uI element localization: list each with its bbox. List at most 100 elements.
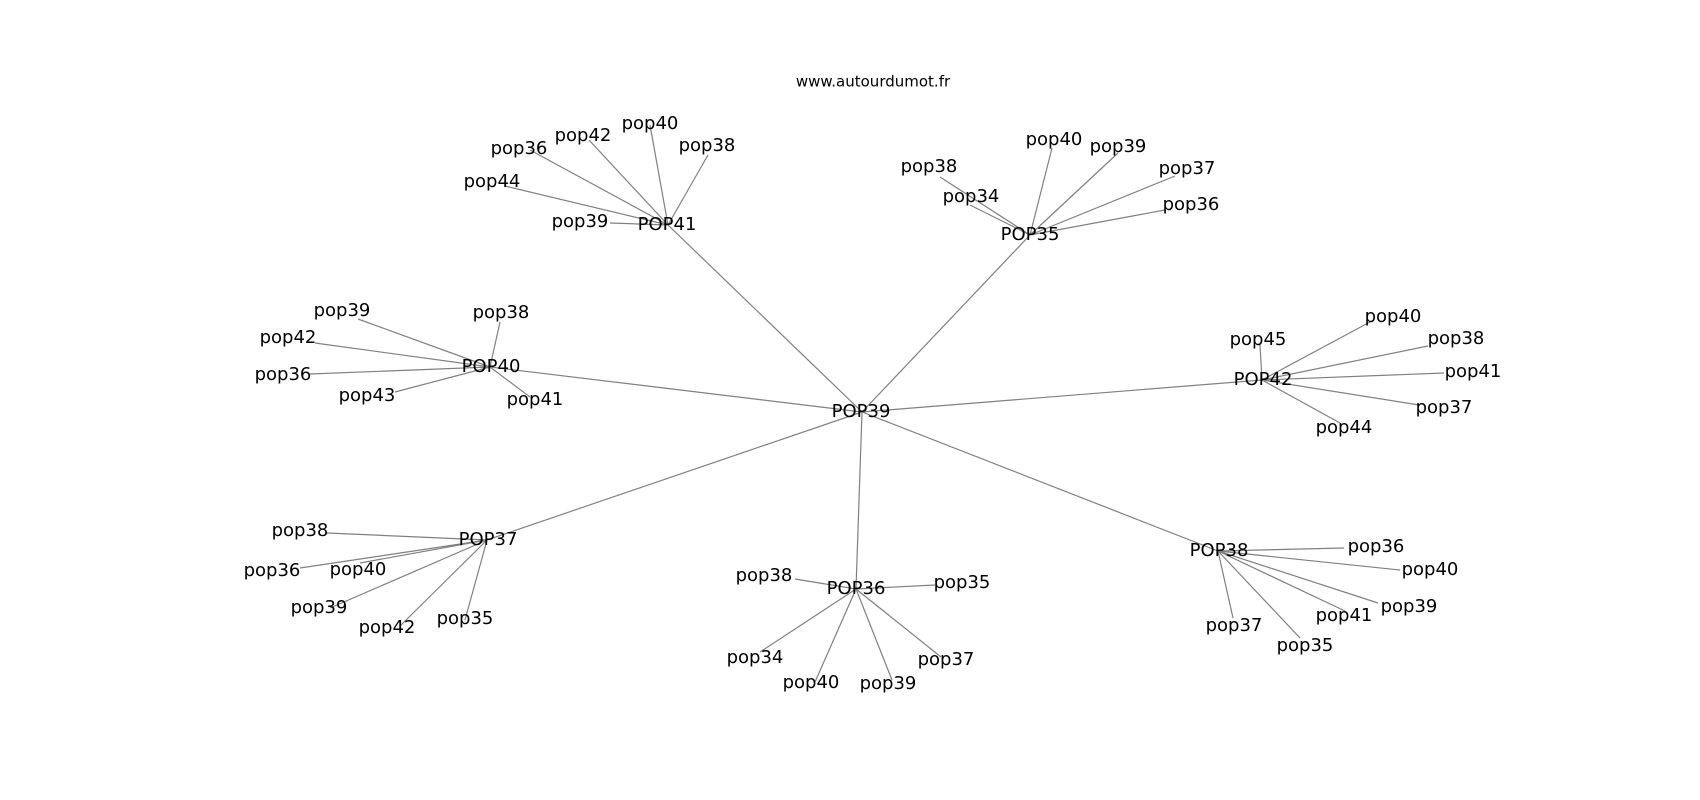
edge-center-pop37	[486, 411, 863, 541]
edge-pop35-pop40	[1029, 147, 1053, 236]
leaf-node-pop40-pop42[interactable]: pop42	[260, 327, 317, 348]
edge-pop38-pop35	[1217, 550, 1301, 639]
edge-pop38-pop41	[1217, 550, 1346, 612]
site-url: www.autourdumot.fr	[796, 73, 951, 91]
leaf-node-pop37-pop42[interactable]: pop42	[359, 617, 416, 638]
leaf-node-pop36-pop40[interactable]: pop40	[783, 672, 840, 693]
leaf-node-pop40-pop41[interactable]: pop41	[507, 389, 564, 410]
leaf-node-pop36-pop34[interactable]: pop34	[727, 647, 784, 668]
leaf-node-pop38-pop41[interactable]: pop41	[1316, 605, 1373, 626]
edge-pop41-pop39	[609, 222, 669, 226]
leaf-node-pop36-pop38[interactable]: pop38	[736, 565, 793, 586]
edge-pop42-pop38	[1261, 345, 1429, 381]
edge-pop36-pop34	[759, 588, 857, 653]
edge-pop37-pop39	[329, 539, 488, 609]
leaf-node-pop40-pop38[interactable]: pop38	[473, 302, 530, 323]
edge-center-pop38	[861, 411, 1219, 552]
leaf-node-pop36-pop39[interactable]: pop39	[860, 673, 917, 694]
hub-node-pop38[interactable]: POP38	[1190, 540, 1249, 561]
leaf-node-pop35-pop36[interactable]: pop36	[1163, 194, 1220, 215]
edge-pop40-pop41	[489, 366, 531, 398]
edge-pop36-pop39	[855, 588, 893, 681]
hub-node-pop40[interactable]: POP40	[462, 356, 521, 377]
leaf-node-pop40-pop39[interactable]: pop39	[314, 300, 371, 321]
edge-center-pop36	[855, 411, 863, 590]
leaf-node-pop42-pop44[interactable]: pop44	[1316, 417, 1373, 438]
edge-pop40-pop36	[309, 366, 491, 375]
edge-pop36-pop40	[814, 588, 857, 683]
leaf-node-pop41-pop40[interactable]: pop40	[622, 113, 679, 134]
leaf-node-pop37-pop40[interactable]: pop40	[330, 559, 387, 580]
edge-pop37-pop40	[359, 539, 488, 564]
edge-pop41-pop40	[649, 124, 669, 226]
leaf-node-pop35-pop38[interactable]: pop38	[901, 156, 958, 177]
edge-center-pop41	[667, 224, 863, 413]
leaf-node-pop42-pop41[interactable]: pop41	[1445, 361, 1502, 382]
edge-pop42-pop40	[1261, 321, 1371, 381]
leaf-node-pop37-pop35[interactable]: pop35	[437, 608, 494, 629]
edge-pop40-pop43	[394, 366, 491, 393]
leaf-node-pop35-pop37[interactable]: pop37	[1159, 158, 1216, 179]
leaf-node-pop37-pop39[interactable]: pop39	[291, 597, 348, 618]
leaf-node-pop42-pop38[interactable]: pop38	[1428, 328, 1485, 349]
leaf-node-pop37-pop36[interactable]: pop36	[244, 560, 301, 581]
leaf-node-pop42-pop37[interactable]: pop37	[1416, 397, 1473, 418]
leaf-node-pop41-pop36[interactable]: pop36	[491, 138, 548, 159]
edge-pop37-pop38	[326, 532, 488, 541]
leaf-node-pop35-pop40[interactable]: pop40	[1026, 129, 1083, 150]
edge-pop42-pop45	[1259, 344, 1263, 381]
leaf-node-pop38-pop35[interactable]: pop35	[1277, 635, 1334, 656]
edge-pop36-pop38	[794, 578, 857, 590]
edge-pop40-pop39	[357, 318, 491, 368]
leaf-node-pop38-pop40[interactable]: pop40	[1402, 559, 1459, 580]
edge-pop36-pop35	[855, 584, 936, 590]
edge-pop40-pop42	[314, 342, 491, 368]
edge-center-pop35	[861, 234, 1031, 413]
edge-pop35-pop34	[969, 204, 1031, 236]
edge-pop37-pop42	[399, 539, 488, 627]
leaf-node-pop41-pop38[interactable]: pop38	[679, 135, 736, 156]
edge-pop40-pop38	[489, 321, 501, 368]
leaf-node-pop40-pop43[interactable]: pop43	[339, 385, 396, 406]
edge-pop42-pop44	[1261, 379, 1341, 424]
edge-pop36-pop37	[855, 588, 942, 658]
leaf-node-pop40-pop36[interactable]: pop36	[255, 364, 312, 385]
leaf-node-pop37-pop38[interactable]: pop38	[272, 520, 329, 541]
hub-node-pop35[interactable]: POP35	[1001, 224, 1060, 245]
leaf-node-pop38-pop36[interactable]: pop36	[1348, 536, 1405, 557]
edge-pop41-pop42	[588, 139, 669, 226]
edge-pop35-pop39	[1029, 152, 1119, 236]
center-node[interactable]: POP39	[832, 401, 891, 422]
hub-node-pop37[interactable]: POP37	[459, 529, 518, 550]
leaf-node-pop42-pop40[interactable]: pop40	[1365, 306, 1422, 327]
edge-pop41-pop44	[504, 185, 669, 226]
edge-pop38-pop36	[1217, 547, 1345, 552]
leaf-node-pop38-pop37[interactable]: pop37	[1206, 615, 1263, 636]
edge-pop37-pop36	[299, 539, 488, 569]
leaf-node-pop36-pop37[interactable]: pop37	[918, 649, 975, 670]
edge-pop41-pop38	[667, 154, 709, 226]
leaf-node-pop38-pop39[interactable]: pop39	[1381, 596, 1438, 617]
leaf-node-pop41-pop39[interactable]: pop39	[552, 211, 609, 232]
edge-pop37-pop35	[464, 539, 488, 621]
edge-pop41-pop36	[529, 149, 669, 226]
graph-labels: pop39pop44pop36pop42pop40pop38POP41pop38…	[244, 113, 1502, 694]
leaf-node-pop35-pop39[interactable]: pop39	[1090, 136, 1147, 157]
edge-center-pop40	[489, 366, 863, 413]
leaf-node-pop35-pop34[interactable]: pop34	[943, 186, 1000, 207]
leaf-node-pop41-pop42[interactable]: pop42	[555, 125, 612, 146]
hub-node-pop36[interactable]: POP36	[827, 578, 886, 599]
leaf-node-pop36-pop35[interactable]: pop35	[934, 572, 991, 593]
edge-center-pop42	[861, 379, 1263, 413]
leaf-node-pop41-pop44[interactable]: pop44	[464, 171, 521, 192]
edge-pop35-pop37	[1029, 175, 1176, 236]
hub-node-pop42[interactable]: POP42	[1234, 369, 1293, 390]
edge-pop42-pop41	[1261, 372, 1445, 381]
graph-edges	[299, 124, 1445, 683]
edge-pop38-pop40	[1217, 550, 1401, 571]
leaf-node-pop42-pop45[interactable]: pop45	[1230, 329, 1287, 350]
edge-pop42-pop37	[1261, 379, 1420, 406]
edge-pop35-pop36	[1029, 209, 1166, 236]
hub-node-pop41[interactable]: POP41	[638, 214, 697, 235]
